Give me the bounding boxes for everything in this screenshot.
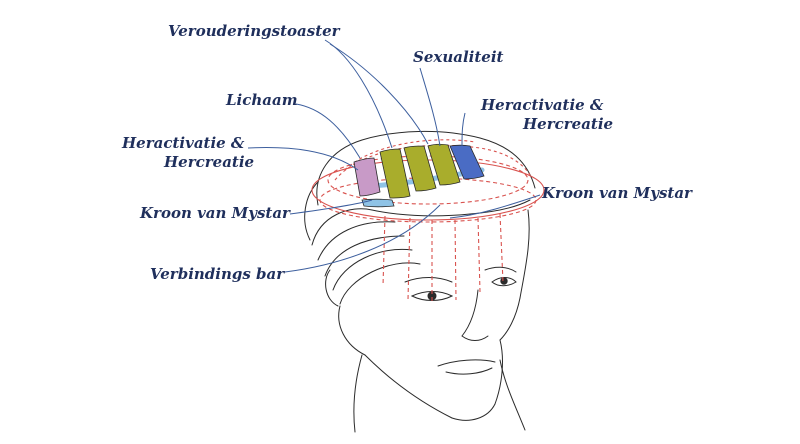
bar-verouderingstoaster-1 — [379, 148, 411, 199]
bar-heractivatie-left — [361, 198, 395, 208]
bar-lichaam — [353, 157, 381, 197]
label-verbindings-bar: Verbindings bar — [150, 265, 285, 283]
colored-bars — [353, 143, 485, 208]
label-heractivatie-right-line2: Hercreatie — [523, 115, 614, 133]
label-verouderingstoaster: Verouderingstoaster — [168, 22, 340, 40]
bar-heractivatie-right — [449, 144, 485, 180]
label-sexualiteit: Sexualiteit — [413, 48, 504, 66]
label-heractivatie-hercreatie-left: Heractivatie & Hercreatie — [122, 134, 254, 172]
leader-lines — [247, 39, 541, 273]
head-sketch — [304, 130, 536, 433]
label-heractivatie-left-line1: Heractivatie & — [122, 134, 245, 152]
label-lichaam: Lichaam — [226, 91, 298, 109]
label-heractivatie-hercreatie-right: Heractivatie & Hercreatie — [481, 96, 613, 134]
label-heractivatie-left-line2: Hercreatie — [164, 153, 255, 171]
bar-sexualiteit — [427, 143, 461, 186]
label-kroon-van-mystar-left: Kroon van Mystar — [140, 204, 290, 222]
label-kroon-van-mystar-right: Kroon van Mystar — [542, 184, 692, 202]
bar-verouderingstoaster-2 — [403, 145, 437, 192]
label-heractivatie-right-line1: Heractivatie & — [481, 96, 604, 114]
